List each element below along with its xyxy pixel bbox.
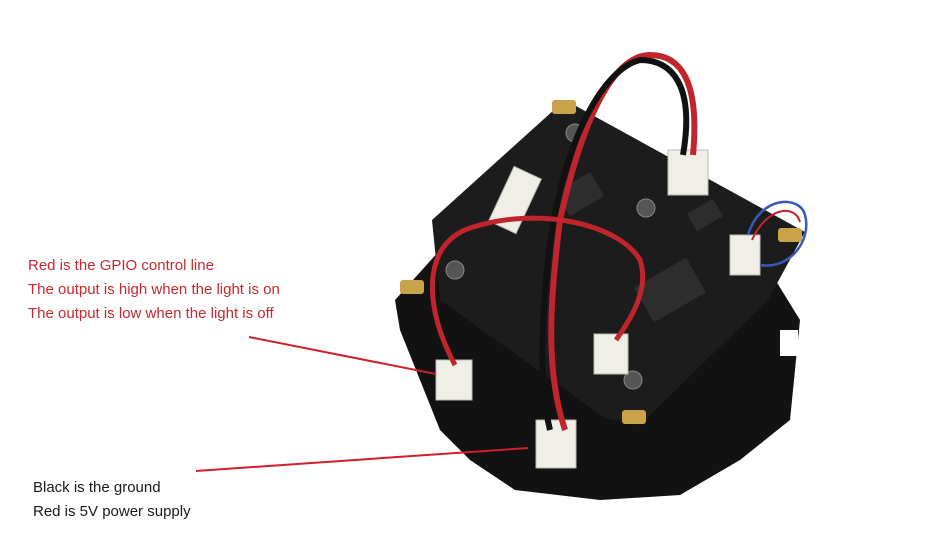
annotation-line: Red is the GPIO control line bbox=[28, 257, 214, 274]
board-components bbox=[555, 171, 723, 323]
annotation-line: The output is high when the light is on bbox=[28, 281, 280, 298]
base-notch bbox=[780, 330, 798, 356]
annotation-line: Red is 5V power supply bbox=[33, 503, 191, 520]
red-wire-top bbox=[557, 51, 698, 221]
base-notch bbox=[468, 485, 494, 499]
gold-pads bbox=[400, 100, 802, 424]
black-wire bbox=[539, 56, 690, 431]
annotation-line: Black is the ground bbox=[33, 479, 161, 496]
gpio-annotation: Red is the GPIO control line The output … bbox=[28, 254, 280, 326]
screws bbox=[445, 123, 656, 390]
blue-wire bbox=[746, 200, 808, 267]
white-connectors bbox=[435, 149, 761, 469]
power-pointer-line bbox=[195, 447, 529, 472]
power-annotation: Black is the ground Red is 5V power supp… bbox=[33, 476, 191, 524]
red-wire-power bbox=[548, 219, 568, 431]
red-wire-gpio bbox=[430, 215, 646, 367]
gpio-pointer-line bbox=[248, 336, 437, 375]
annotation-line: The output is low when the light is off bbox=[28, 305, 274, 322]
red-small-wire bbox=[751, 209, 801, 241]
